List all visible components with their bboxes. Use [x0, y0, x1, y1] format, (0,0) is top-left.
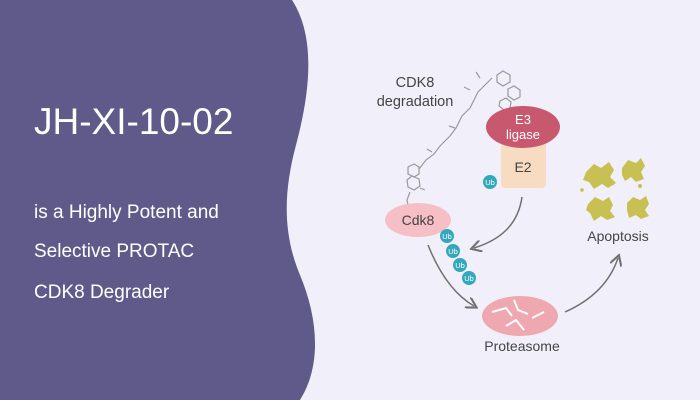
- subtitle-line-1: is a Highly Potent and: [34, 202, 219, 223]
- ub-bubble-1: [440, 229, 454, 243]
- e3-label-line-1: E3: [515, 112, 531, 127]
- arrow-e2-to-cdk8: [474, 196, 523, 248]
- title-panel: [0, 0, 316, 400]
- subtitle-line-3: CDK8 Degrader: [34, 282, 170, 303]
- cdk8-label: Cdk8: [402, 212, 435, 228]
- ub-label-1: Ub: [442, 232, 452, 241]
- e2-label: E2: [514, 159, 531, 175]
- apoptosis-cells: [580, 158, 649, 221]
- degradation-label-line-1: CDK8: [396, 75, 435, 91]
- ub-label-3: Ub: [455, 261, 465, 270]
- e3-ligase: [486, 106, 560, 148]
- apoptosis-label: Apoptosis: [587, 228, 648, 244]
- proteasome-label: Proteasome: [484, 338, 560, 354]
- ub-bubble-2: [446, 244, 460, 258]
- ub-label-free: Ub: [485, 178, 495, 187]
- protac-molecule: [403, 70, 521, 224]
- ub-label-4: Ub: [464, 274, 474, 283]
- ub-bubble-3: [453, 258, 467, 272]
- arrow-cdk8-to-proteasome: [427, 244, 474, 306]
- ub-label-2: Ub: [448, 247, 458, 256]
- ub-bubble-free: [483, 175, 497, 189]
- arrow-proteasome-to-apoptosis: [564, 258, 618, 313]
- cdk8-protein: [385, 203, 451, 237]
- proteasome: [482, 296, 558, 336]
- degradation-label-line-2: degradation: [377, 94, 454, 110]
- subtitle-line-2: Selective PROTAC: [34, 241, 194, 262]
- ub-bubble-4: [462, 271, 476, 285]
- main-title: JH-XI-10-02: [34, 101, 233, 142]
- e3-label-line-2: ligase: [506, 127, 540, 142]
